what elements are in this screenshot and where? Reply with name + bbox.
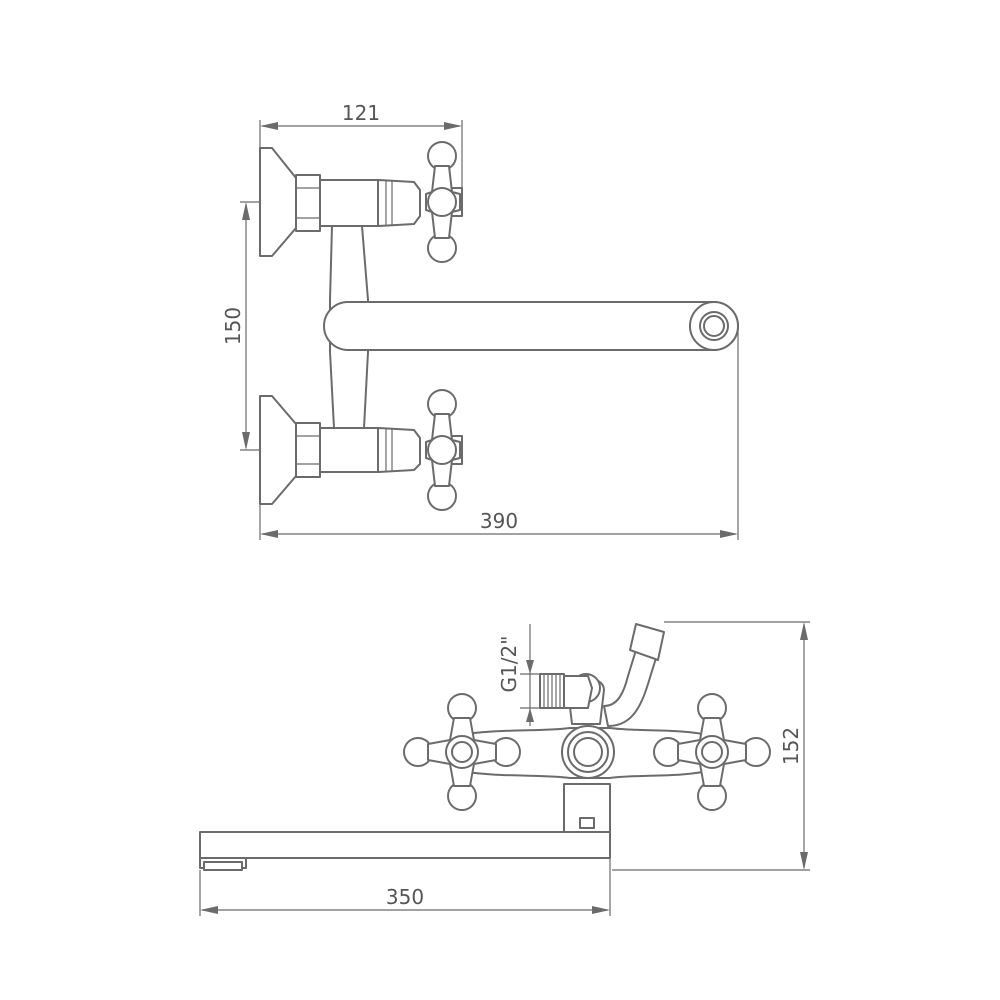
dim-label-thread: G1/2" [497, 636, 521, 693]
thread-inlet [539, 673, 593, 709]
top-view: 121 150 390 [221, 101, 739, 540]
front-view: G1/2" 152 350 [199, 621, 810, 916]
lower-inlet-assembly [259, 395, 463, 505]
dimension-150: 150 [221, 201, 260, 451]
dim-label-152: 152 [779, 727, 803, 765]
upper-inlet-assembly [259, 147, 463, 257]
dimension-350: 350 [199, 858, 611, 916]
left-cross-handle-icon [403, 693, 521, 811]
spout-front [199, 831, 611, 871]
dimension-390: 390 [259, 326, 739, 540]
spout-top [323, 301, 739, 351]
dim-label-121: 121 [342, 101, 380, 125]
shower-outlet [603, 623, 665, 727]
dimension-thread: G1/2" [497, 624, 540, 726]
lower-cross-handle-icon [425, 389, 461, 511]
dim-label-390: 390 [480, 509, 518, 533]
dimension-121: 121 [259, 101, 463, 188]
upper-cross-handle-icon [425, 141, 461, 263]
dimension-152: 152 [612, 621, 810, 871]
center-knob [561, 725, 615, 779]
right-cross-handle-icon [653, 693, 771, 811]
dim-label-350: 350 [386, 885, 424, 909]
dim-label-150: 150 [221, 307, 245, 345]
